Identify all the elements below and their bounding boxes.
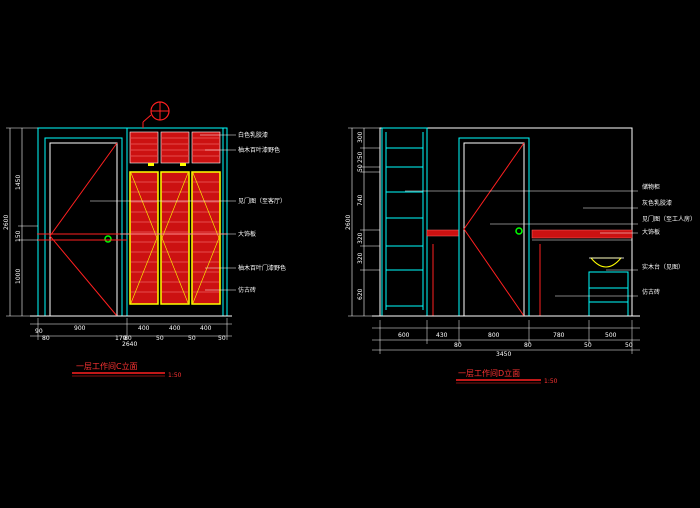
rbdim-500: 500 <box>605 332 617 339</box>
hinge-mark-1 <box>148 163 154 166</box>
storage-cabinet <box>381 127 428 317</box>
upper-louvre-3 <box>191 131 221 164</box>
label-antique-tile-r: 仿古砖 <box>642 288 660 296</box>
rbdim-430: 430 <box>436 332 448 339</box>
label-storage: 储物柜 <box>642 183 660 191</box>
rvdim-2600: 2600 <box>345 215 352 230</box>
bdim-80b: 80 <box>124 335 132 342</box>
marker-leader-2 <box>142 114 152 123</box>
rvdim-320b: 320 <box>357 252 364 264</box>
left-bottom-dims: 90 900 170 400 400 400 80 80 50 50 50 26… <box>30 318 232 348</box>
right-scale: 1:50 <box>544 378 558 385</box>
bdim-90: 90 <box>35 328 43 335</box>
rbdim-600: 600 <box>398 332 410 339</box>
bdim-50c: 50 <box>218 335 226 342</box>
label-grey-paint: 灰色乳胶漆 <box>642 199 672 207</box>
right-door-swing <box>463 142 525 317</box>
bdim-50a: 50 <box>156 335 164 342</box>
left-door-leaf <box>49 142 118 317</box>
rbdim-80b: 80 <box>524 342 532 349</box>
label-white-paint: 白色乳胶漆 <box>238 131 268 139</box>
bdim-170: 170 <box>115 335 127 342</box>
louvre-door-swings <box>130 172 220 304</box>
bdim-80a: 80 <box>42 335 50 342</box>
right-door-leaf <box>463 142 525 317</box>
label-trim-board-r: 大饰板 <box>642 228 660 236</box>
rvdim-50: 50 <box>357 164 364 172</box>
upper-louvre-1 <box>129 131 159 164</box>
left-leaders <box>90 134 236 291</box>
bdim-total: 2640 <box>122 341 137 348</box>
hinge-mark-2 <box>180 163 186 166</box>
rvdim-740: 740 <box>357 194 364 206</box>
counter-top-right <box>531 229 633 239</box>
left-scale: 1:50 <box>168 372 182 379</box>
label-door-living: 见门图（至客厅） <box>238 197 286 205</box>
sink-basin <box>589 257 623 268</box>
bdim-400a: 400 <box>138 325 150 332</box>
right-door-knob-icon <box>515 227 523 235</box>
rbdim-50b: 50 <box>625 342 633 349</box>
vdim-lower: 1000 <box>15 269 22 284</box>
rvdim-320a: 320 <box>357 232 364 244</box>
label-antique-tile: 仿古砖 <box>238 286 256 294</box>
rvdim-300: 300 <box>357 131 364 143</box>
left-title: 一层工作间C立面 <box>76 361 138 371</box>
vdim-total: 2600 <box>3 215 10 230</box>
upper-louvre-2 <box>160 131 190 164</box>
label-wood-counter: 实木台（见图） <box>642 263 684 271</box>
label-door-worker: 见门图（至工人房） <box>642 215 696 223</box>
door-knob-icon <box>104 235 112 243</box>
bdim-50b: 50 <box>188 335 196 342</box>
bdim-400c: 400 <box>200 325 212 332</box>
left-door-swing <box>49 142 118 317</box>
vdim-band: 150 <box>15 230 22 242</box>
left-elevation: 2600 1450 150 1000 90 900 170 400 400 40… <box>3 101 286 379</box>
bdim-900: 900 <box>74 325 86 332</box>
rbdim-total: 3450 <box>496 351 511 358</box>
left-vertical-dims: 2600 1450 150 1000 <box>3 127 38 317</box>
rbdim-780: 780 <box>553 332 565 339</box>
right-leaders <box>405 190 638 297</box>
louvre-slats <box>131 137 219 293</box>
counter-top-left <box>426 229 460 237</box>
storage-shelves <box>385 132 424 310</box>
right-title: 一层工作间D立面 <box>458 368 520 378</box>
right-elevation: 300 250 50 740 320 320 620 2600 600 430 … <box>345 127 696 385</box>
rbdim-800: 800 <box>488 332 500 339</box>
bdim-400b: 400 <box>169 325 181 332</box>
vdim-upper: 1450 <box>15 175 22 190</box>
rvdim-620: 620 <box>357 288 364 300</box>
rvdim-250: 250 <box>357 151 364 163</box>
right-bottom-dims: 600 430 800 780 500 80 80 50 50 3450 <box>372 320 640 358</box>
rbdim-80a: 80 <box>454 342 462 349</box>
label-teak-louvre-door: 柚木百叶门漆野色 <box>238 264 286 272</box>
right-vertical-dims: 300 250 50 740 320 320 620 2600 <box>345 127 380 317</box>
label-trim-board: 大饰板 <box>238 230 256 238</box>
label-teak-louvre: 柚木百叶漆野色 <box>238 146 280 154</box>
sink-cabinet <box>588 271 629 317</box>
rbdim-50a: 50 <box>584 342 592 349</box>
right-door-frame <box>458 137 530 317</box>
